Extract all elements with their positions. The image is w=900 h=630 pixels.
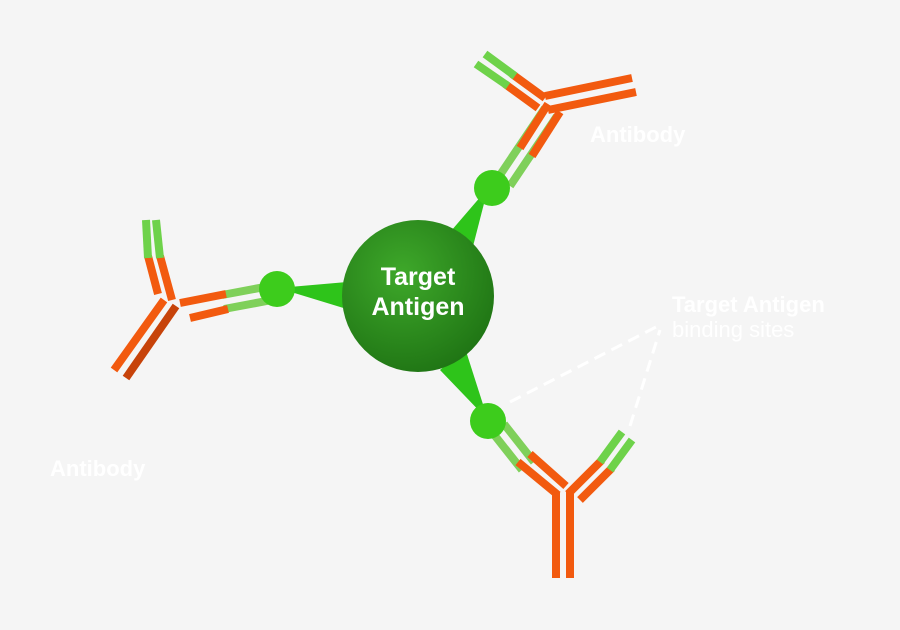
binding-sites-label: Target Antigen binding sites — [672, 292, 825, 343]
callout-line-bottom — [509, 324, 659, 404]
binding-sites-label-line1: Target Antigen — [672, 292, 825, 317]
binding-site-icon — [474, 170, 510, 206]
antigen-label: Target Antigen — [338, 262, 498, 322]
antibody-bottom — [488, 421, 636, 578]
spike-left — [278, 282, 350, 310]
antibody-label-top: Antibody — [590, 122, 686, 147]
spike-bottom — [440, 348, 488, 420]
callout-line-right — [628, 329, 662, 427]
antibody-top-right — [473, 50, 637, 189]
antigen-icon — [342, 220, 494, 372]
binding-site-icon — [259, 271, 295, 307]
antigen-label-line2: Antigen — [371, 293, 465, 321]
binding-sites-label-line2: binding sites — [672, 317, 795, 343]
binding-site-icon — [470, 403, 506, 439]
antibody-label-left: Antibody — [50, 456, 146, 481]
antigen-label-line1: Target — [380, 263, 456, 291]
antibody-left — [110, 219, 273, 381]
